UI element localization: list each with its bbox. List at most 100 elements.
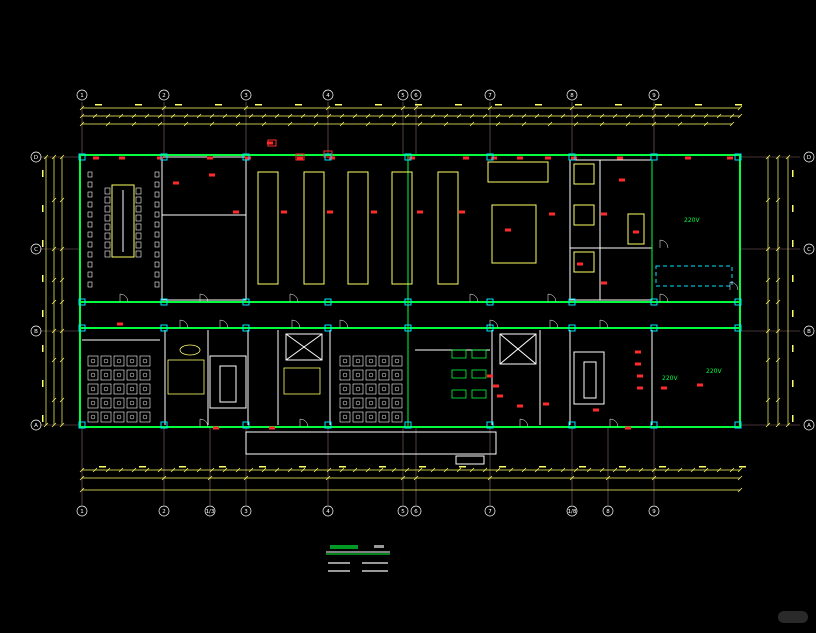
dim-tick xyxy=(599,467,605,473)
axis-bubble-circle xyxy=(410,89,422,101)
workstation-cluster-middle xyxy=(365,383,377,395)
structural-column xyxy=(568,421,576,429)
dim-value-mark xyxy=(299,466,306,468)
workstation-cluster-middle xyxy=(339,383,351,395)
dim-value-mark xyxy=(95,104,102,106)
green-cabinet xyxy=(471,369,487,379)
office-chair xyxy=(129,414,135,420)
dim-tick xyxy=(391,113,397,119)
office-chair xyxy=(116,372,122,378)
equipment-mark xyxy=(329,156,335,160)
dim-tick xyxy=(487,475,493,481)
dim-value-mark xyxy=(179,466,186,468)
dim-tick xyxy=(313,121,319,127)
dim-tick xyxy=(651,467,657,473)
voltage-label-3: 220V xyxy=(706,368,722,375)
chair xyxy=(87,281,93,288)
electrical-equipment-marks xyxy=(93,139,733,430)
dim-tick xyxy=(222,467,228,473)
dim-tick xyxy=(775,197,781,203)
structural-column xyxy=(324,421,332,429)
chair xyxy=(154,281,160,288)
office-workstations xyxy=(87,344,487,423)
dim-tick xyxy=(300,113,306,119)
axis-bubble-label: A xyxy=(807,423,811,429)
axis-bubble-label: 3 xyxy=(244,93,248,99)
door-swing xyxy=(469,293,479,303)
office-chair xyxy=(129,386,135,392)
axis-bubble-left-A: A xyxy=(30,419,42,431)
green-cabinet xyxy=(451,389,467,399)
dim-tick xyxy=(716,113,722,119)
structural-column xyxy=(78,298,86,306)
dim-tick xyxy=(59,357,65,363)
office-chair xyxy=(355,358,361,364)
structural-column xyxy=(324,324,332,332)
dim-tick xyxy=(170,113,176,119)
chair xyxy=(87,201,93,208)
dim-tick xyxy=(664,467,670,473)
workstation-cluster-left xyxy=(126,383,138,395)
axis-bubble-circle xyxy=(240,89,252,101)
workstation-cluster-middle xyxy=(365,355,377,367)
dim-tick xyxy=(521,121,527,127)
door-swing xyxy=(219,319,229,329)
office-chair xyxy=(142,386,148,392)
dimension-text xyxy=(42,104,794,468)
equipment-mark xyxy=(661,386,667,390)
workstation-cluster-left xyxy=(100,411,112,423)
dim-tick xyxy=(209,467,215,473)
equipment-mark xyxy=(543,402,549,406)
dim-tick xyxy=(287,113,293,119)
dim-tick xyxy=(400,105,406,111)
dim-tick xyxy=(51,299,57,305)
chair xyxy=(154,171,160,178)
dim-tick xyxy=(534,467,540,473)
axis-bubble-right-B: B xyxy=(803,325,815,337)
chair xyxy=(135,205,142,213)
equipment-mark xyxy=(625,426,631,430)
office-chair xyxy=(103,400,109,406)
door-swing xyxy=(119,293,129,303)
dim-tick xyxy=(765,397,771,403)
door-swing xyxy=(289,293,299,303)
chair xyxy=(135,241,142,249)
chair xyxy=(135,187,142,195)
axis-bubble-label: 5 xyxy=(401,509,405,515)
interior-partitions xyxy=(82,156,733,425)
office-chair xyxy=(355,372,361,378)
exterior-walls xyxy=(79,154,741,428)
dim-tick xyxy=(469,467,475,473)
chair xyxy=(154,181,160,188)
dim-tick xyxy=(209,113,215,119)
axis-bubble-top-6: 6 xyxy=(410,89,422,101)
drawing-title-block xyxy=(326,545,390,572)
door-swing xyxy=(549,319,559,329)
door-swing xyxy=(199,293,209,303)
workstation-cluster-middle xyxy=(352,383,364,395)
equipment-mark xyxy=(727,156,733,160)
equipment-mark xyxy=(487,374,493,378)
dim-value-mark xyxy=(339,466,346,468)
structural-column xyxy=(404,153,412,161)
workstation-cluster-left xyxy=(100,397,112,409)
axis-bubble-label: D xyxy=(807,155,811,161)
dim-tick xyxy=(325,475,331,481)
workstation-cluster-middle xyxy=(352,355,364,367)
workstation-cluster-middle xyxy=(339,397,351,409)
dim-tick xyxy=(391,467,397,473)
axis-bubble-top-2: 2 xyxy=(158,89,170,101)
dim-tick xyxy=(144,467,150,473)
office-chair xyxy=(116,386,122,392)
office-chair xyxy=(368,386,374,392)
axis-bubble-label: C xyxy=(34,247,38,253)
dim-tick xyxy=(677,113,683,119)
dim-value-mark xyxy=(42,170,44,177)
dim-value-mark xyxy=(792,345,794,352)
door-swing xyxy=(489,319,499,329)
office-chair xyxy=(355,386,361,392)
office-chair xyxy=(90,358,96,364)
axis-bubble-circle xyxy=(648,89,660,101)
office-chair xyxy=(116,400,122,406)
structural-column xyxy=(404,421,412,429)
